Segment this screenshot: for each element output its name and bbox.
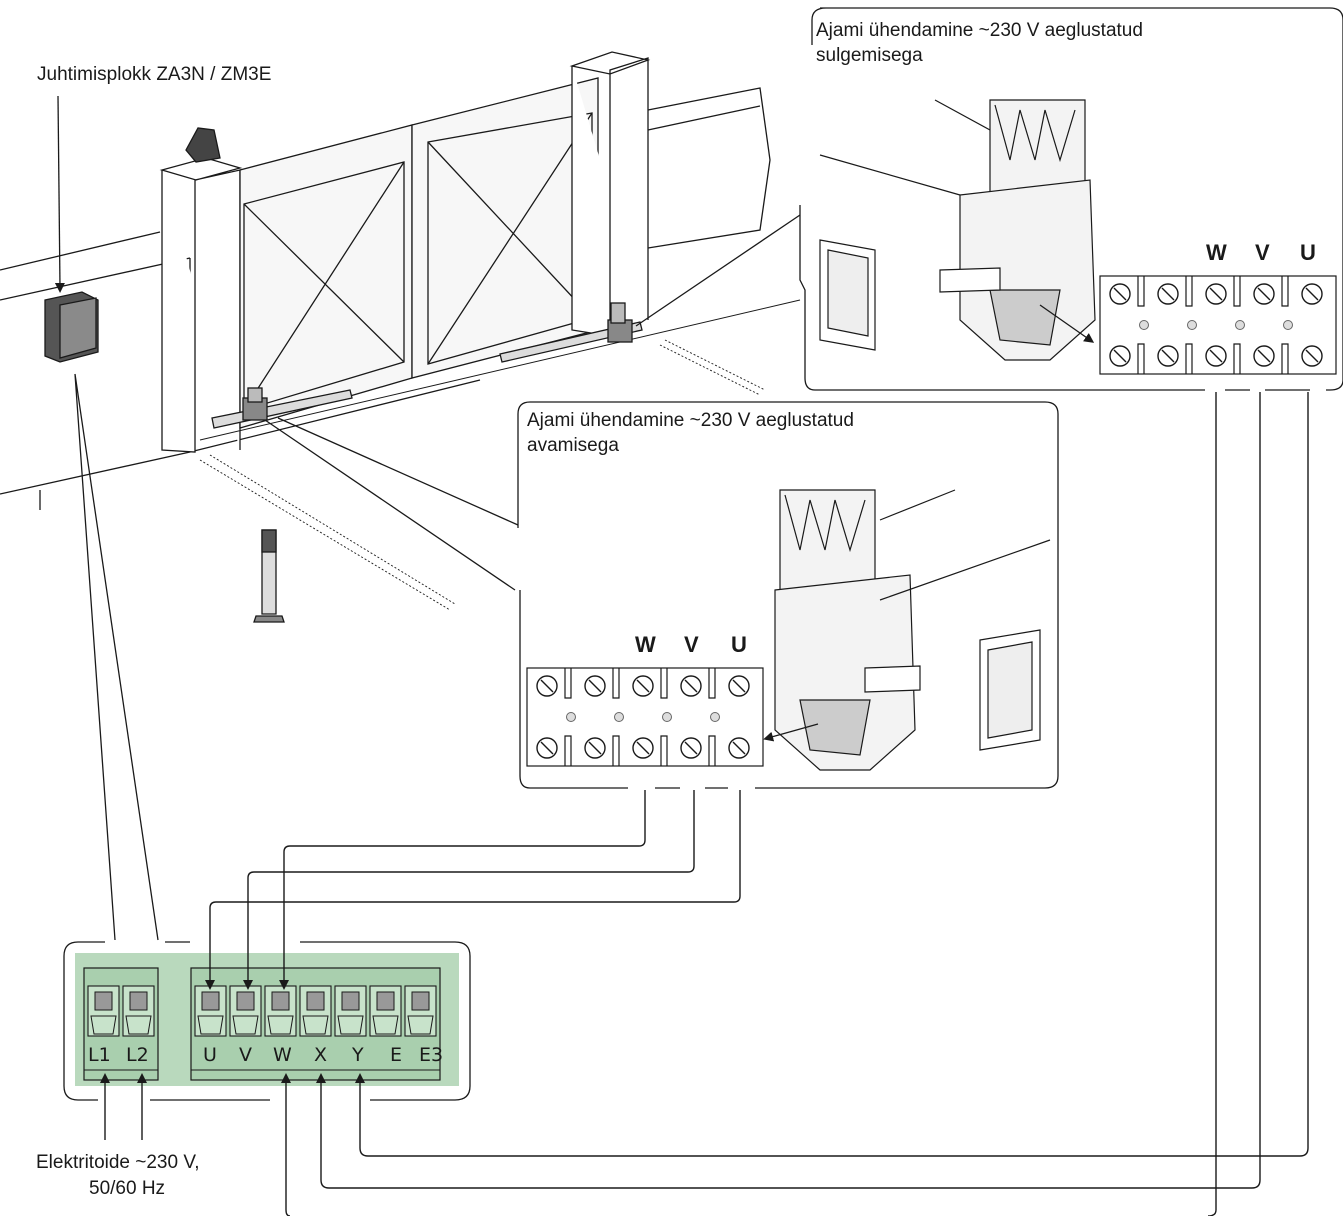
board-label-v: V <box>239 1044 252 1066</box>
power-cage-1 <box>125 1015 152 1035</box>
close-screw-slot-0-1 <box>1113 349 1127 363</box>
actuator-right <box>499 321 643 363</box>
close-divider-1 <box>1185 276 1193 374</box>
open-screw-slot-0-1 <box>540 741 554 755</box>
board-label-l2: L2 <box>126 1044 149 1066</box>
wire-open-w-to-board-w <box>279 790 646 990</box>
open-screw-slot-1-0 <box>588 679 602 693</box>
close-terminal-letter-v: V <box>1255 240 1270 265</box>
open-hole-2 <box>662 712 672 722</box>
board-label-l1: L1 <box>88 1044 111 1066</box>
open-divider-1 <box>612 668 620 766</box>
close-terminal-letter-u: U <box>1300 240 1316 265</box>
close-screw-slot-4-1 <box>1305 349 1319 363</box>
motor-close-title-line2: sulgemisega <box>816 45 923 66</box>
close-screw-slot-0-0 <box>1113 287 1127 301</box>
power-supply-label-line1: Elektritoide ~230 V, <box>36 1152 200 1173</box>
open-terminal-letter-w: W <box>635 632 656 657</box>
motor-cage-4 <box>337 1015 364 1035</box>
motor-cage-1 <box>232 1015 259 1035</box>
motor-panel-open <box>517 401 1059 789</box>
open-screw-slot-0-0 <box>540 679 554 693</box>
gate-scene <box>0 51 801 941</box>
power-screw-1 <box>129 991 148 1011</box>
open-terminal-letter-u: U <box>731 632 747 657</box>
open-hole-1 <box>614 712 624 722</box>
close-hole-2 <box>1235 320 1245 330</box>
power-cage-0 <box>90 1015 117 1035</box>
control-unit-label: Juhtimisplokk ZA3N / ZM3E <box>37 64 272 85</box>
open-divider-0 <box>564 668 572 766</box>
board-label-x: X <box>314 1044 328 1066</box>
wire-close-w-to-board-w <box>286 392 1217 1217</box>
motor-cage-0 <box>197 1015 224 1035</box>
motor-screw-4 <box>341 991 360 1011</box>
close-screw-slot-1-1 <box>1161 349 1175 363</box>
board-label-w: W <box>273 1044 292 1066</box>
gate-leaf-right <box>411 77 599 379</box>
left-wall <box>0 231 191 495</box>
terminal-block-close <box>1099 275 1337 375</box>
close-terminal-letter-w: W <box>1206 240 1227 265</box>
close-divider-2 <box>1233 276 1241 374</box>
board-label-y: Y <box>352 1044 364 1066</box>
motor-close-title-line1: Ajami ühendamine ~230 V aeglustatud <box>816 20 1143 41</box>
open-screw-slot-3-0 <box>684 679 698 693</box>
close-hole-0 <box>1139 320 1149 330</box>
close-divider-3 <box>1281 276 1289 374</box>
open-hole-3 <box>710 712 720 722</box>
close-hole-3 <box>1283 320 1293 330</box>
open-terminal-letter-v: V <box>684 632 699 657</box>
open-screw-slot-2-1 <box>636 741 650 755</box>
motor-cage-5 <box>372 1015 399 1035</box>
close-divider-0 <box>1137 276 1145 374</box>
motor-cage-6 <box>407 1015 434 1035</box>
close-hole-1 <box>1187 320 1197 330</box>
close-screw-slot-4-0 <box>1305 287 1319 301</box>
control-board <box>63 941 471 1101</box>
wire-open-u-to-board-u <box>205 790 741 990</box>
power-supply-label-line2: 50/60 Hz <box>89 1178 166 1199</box>
wire-close-u-to-board-y <box>355 392 1309 1157</box>
open-hole-0 <box>566 712 576 722</box>
open-screw-slot-2-0 <box>636 679 650 693</box>
motor-screw-2 <box>271 991 290 1011</box>
wire-close-v-to-board-x <box>316 392 1261 1189</box>
open-divider-2 <box>660 668 668 766</box>
power-screw-0 <box>94 991 113 1011</box>
open-divider-3 <box>708 668 716 766</box>
open-screw-slot-1-1 <box>588 741 602 755</box>
close-screw-slot-3-1 <box>1257 349 1271 363</box>
motor-screw-1 <box>236 991 255 1011</box>
motor-screw-3 <box>306 991 325 1011</box>
board-label-u: U <box>203 1044 217 1066</box>
wiring <box>100 392 1309 1217</box>
close-screw-slot-1-0 <box>1161 287 1175 301</box>
open-screw-slot-3-1 <box>684 741 698 755</box>
close-screw-slot-3-0 <box>1257 287 1271 301</box>
board-label-e: E <box>390 1044 403 1066</box>
motor-open-title-line1: Ajami ühendamine ~230 V aeglustatud <box>527 410 854 431</box>
open-screw-slot-4-0 <box>732 679 746 693</box>
motor-screw-5 <box>376 991 395 1011</box>
motor-panel-close <box>799 7 1343 391</box>
terminal-block-open <box>526 667 764 767</box>
board-terminals <box>83 967 441 1081</box>
close-screw-slot-2-1 <box>1209 349 1223 363</box>
motor-open-title-line2: avamisega <box>527 435 619 456</box>
open-screw-slot-4-1 <box>732 741 746 755</box>
motor-cage-2 <box>267 1015 294 1035</box>
motor-cage-3 <box>302 1015 329 1035</box>
motor-screw-6 <box>411 991 430 1011</box>
motor-screw-0 <box>201 991 220 1011</box>
right-pillar <box>569 51 651 337</box>
left-pillar <box>159 157 243 453</box>
wire-open-v-to-board-v <box>243 790 695 990</box>
flashing-light <box>185 127 221 163</box>
gate-leaf-left <box>239 124 413 429</box>
close-screw-slot-2-0 <box>1209 287 1223 301</box>
board-label-e3: E3 <box>419 1044 444 1066</box>
